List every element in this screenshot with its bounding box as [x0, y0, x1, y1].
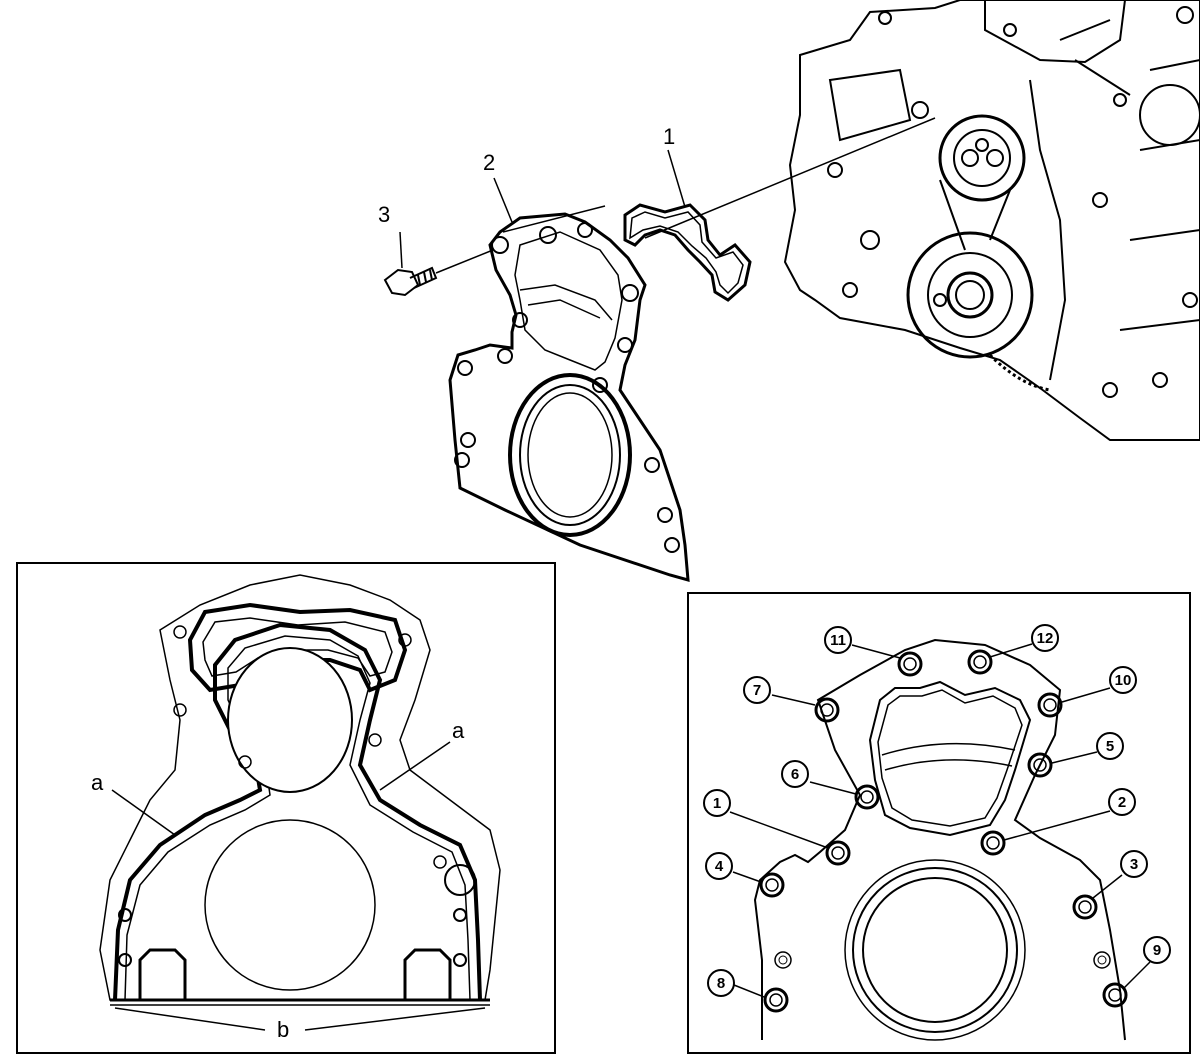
engine-block	[783, 0, 1200, 441]
callout-2: 2	[483, 150, 495, 175]
label-a-left: a	[91, 770, 104, 795]
bolt-callout-12: 12	[1031, 624, 1059, 652]
bolt-number-4: 4	[715, 858, 724, 875]
bolt	[383, 266, 438, 297]
gasket-outline	[623, 203, 752, 302]
bolt-callout-2: 2	[1108, 788, 1136, 816]
bolt-number-2: 2	[1118, 794, 1126, 811]
gasket-inner	[629, 211, 744, 295]
bolt-number-9: 9	[1153, 942, 1161, 959]
bolt-number-12: 12	[1037, 630, 1054, 647]
bolt-number-11: 11	[830, 632, 846, 649]
bolt-number-7: 7	[753, 682, 761, 699]
bolt-callouts: 11 12 7 10 5 6	[703, 624, 1171, 997]
bolt-callout-6: 6	[781, 760, 809, 788]
label-b: b	[277, 1017, 289, 1042]
callout-1: 1	[663, 124, 675, 149]
bolt-number-6: 6	[791, 766, 799, 783]
bolt-callout-9: 9	[1143, 936, 1171, 964]
inset-left	[16, 562, 556, 1054]
bolt-callout-3: 3	[1120, 850, 1148, 878]
bolt-callout-8: 8	[707, 969, 735, 997]
bolt-number-8: 8	[717, 975, 725, 992]
inset-right: 11 12 7 10 5 6	[687, 592, 1191, 1054]
rear-cover	[448, 212, 690, 583]
bolt-number-3: 3	[1130, 856, 1138, 873]
main-view	[383, 0, 1200, 583]
label-a-right: a	[452, 718, 465, 743]
bolt-number-10: 10	[1115, 672, 1132, 689]
bolt-callout-11: 11	[824, 626, 852, 654]
callout-3: 3	[378, 202, 390, 227]
bolt-callout-4: 4	[705, 852, 733, 880]
bolt-callout-5: 5	[1096, 732, 1124, 760]
bolt-callout-7: 7	[743, 676, 771, 704]
bolt-number-1: 1	[713, 795, 721, 812]
bolt-number-5: 5	[1106, 738, 1114, 755]
bolt-callout-10: 10	[1109, 666, 1137, 694]
bolt-callout-1: 1	[703, 789, 731, 817]
